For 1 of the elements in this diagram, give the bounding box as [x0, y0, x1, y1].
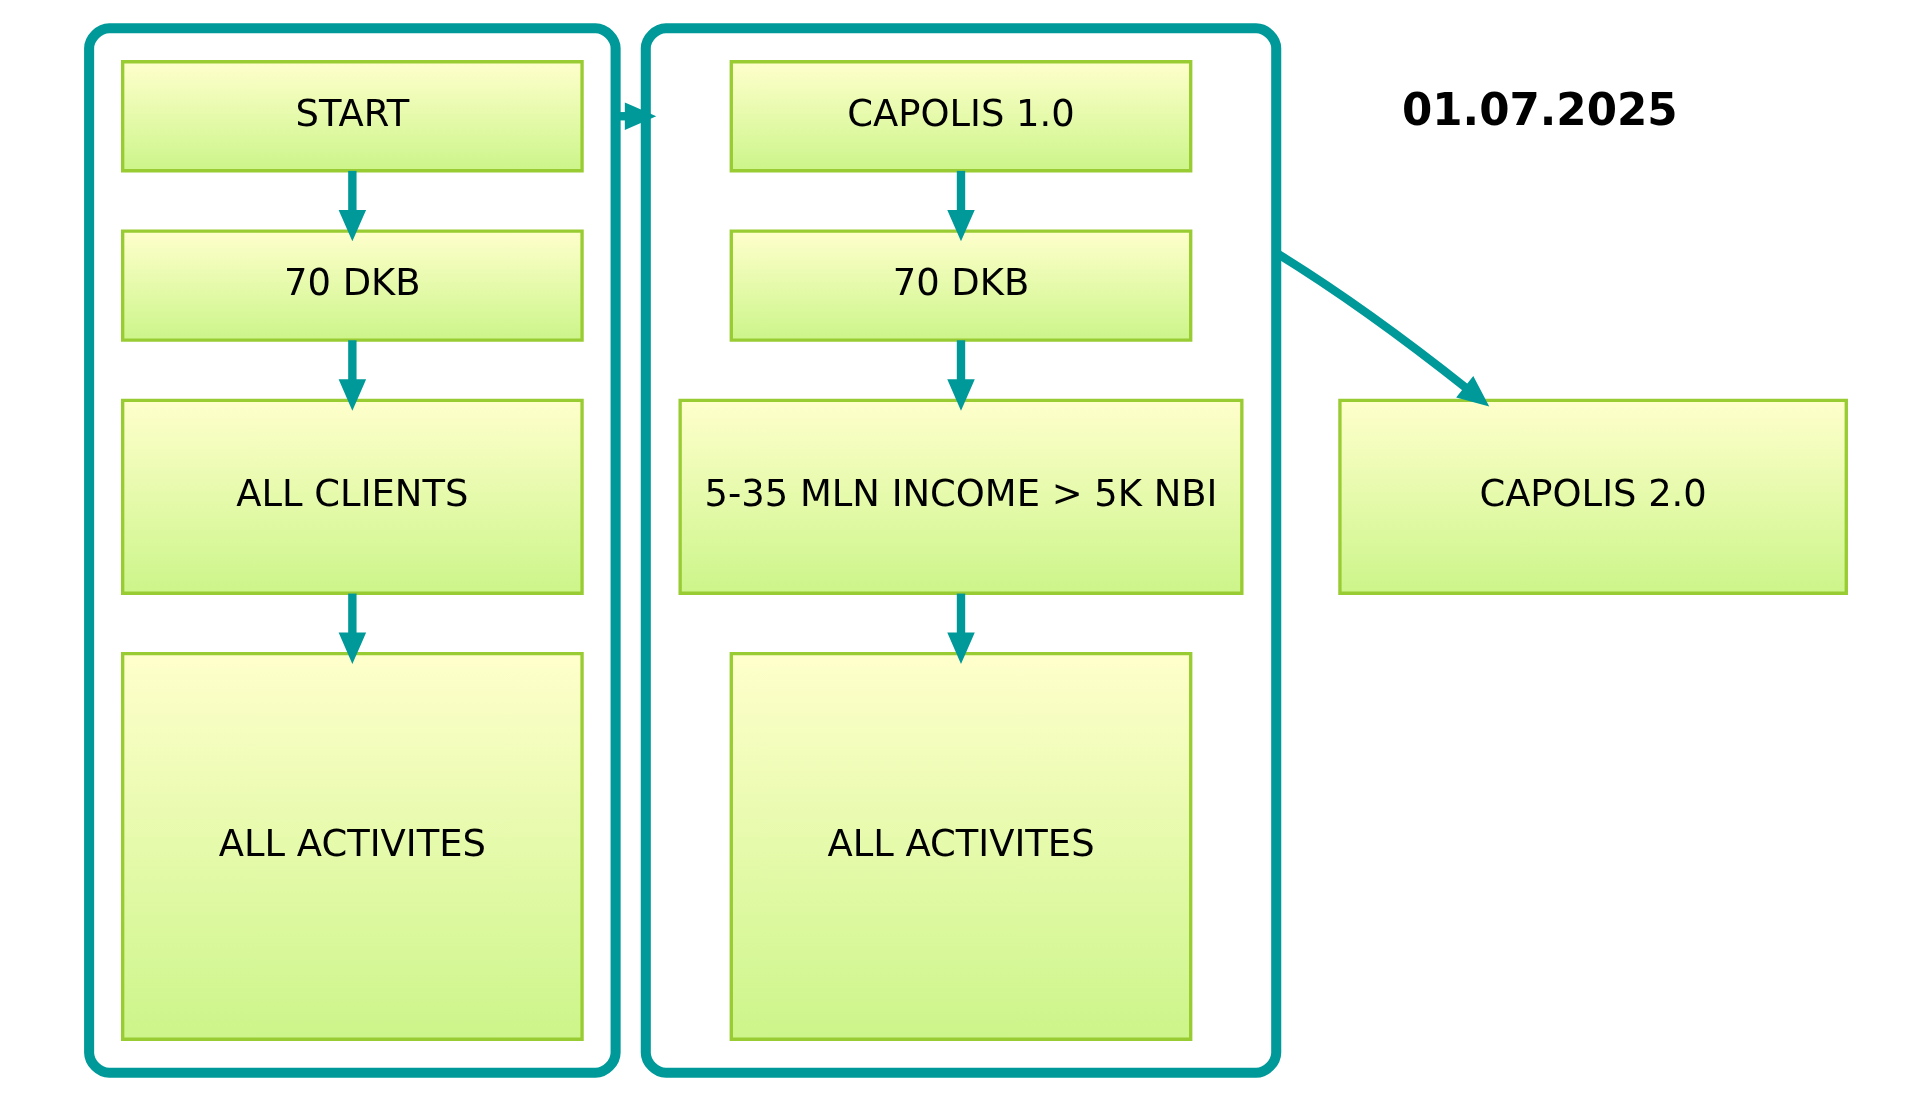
label: 01.07.2025	[1401, 85, 1678, 136]
